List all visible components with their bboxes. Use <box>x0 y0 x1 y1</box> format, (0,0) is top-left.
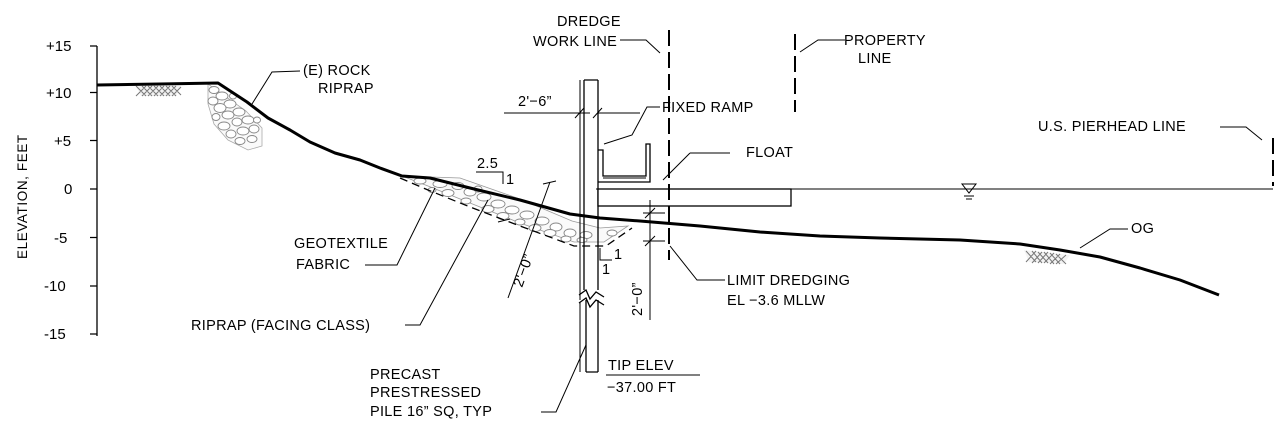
label-og: OG <box>1131 221 1154 237</box>
dimension-dredge-depth-text: 2'−0” <box>630 282 646 316</box>
toe-slope-indicator: 1 1 <box>599 247 622 278</box>
label-tip-elev-2: −37.00 FT <box>607 380 676 396</box>
elevation-axis: +15 +10 +5 0 -5 -10 -15 ELEVATION, FEET <box>15 38 98 343</box>
tick-label-p5: +5 <box>54 133 71 150</box>
label-pile-3: PILE 16” SQ, TYP <box>370 404 492 420</box>
dimension-dredge-depth: 2'−0” <box>630 200 665 320</box>
label-geotextile-2: FABRIC <box>296 257 350 273</box>
slope-rise-text: 1 <box>506 172 514 188</box>
ground-hatch-right <box>1024 250 1070 265</box>
float <box>597 188 792 207</box>
dimension-pile-offset: 2'−6” <box>504 94 640 119</box>
toe-run-text: 1 <box>602 262 610 278</box>
toe-rise-text: 1 <box>614 247 622 263</box>
label-property-line-1: PROPERTY <box>844 33 926 49</box>
label-pile-2: PRESTRESSED <box>370 385 481 401</box>
dimension-pile-offset-text: 2'−6” <box>518 94 552 110</box>
slope-run-text: 2.5 <box>477 156 498 172</box>
slope-indicator: 2.5 1 <box>476 156 514 188</box>
label-limit-dredging-1: LIMIT DREDGING <box>727 273 850 289</box>
tick-label-0: 0 <box>64 181 72 198</box>
label-float: FLOAT <box>746 145 793 161</box>
label-rock-riprap-1: (E) ROCK <box>303 63 371 79</box>
axis-title: ELEVATION, FEET <box>15 134 30 259</box>
label-geotextile-1: GEOTEXTILE <box>294 236 388 252</box>
tick-label-m10: -10 <box>44 278 66 295</box>
tick-label-p15: +15 <box>46 38 71 55</box>
label-tip-elev-1: TIP ELEV <box>608 358 674 374</box>
label-rock-riprap-2: RIPRAP <box>318 81 374 97</box>
existing-ground-profile <box>96 81 1220 297</box>
label-riprap-facing: RIPRAP (FACING CLASS) <box>191 318 370 334</box>
label-fixed-ramp: FIXED RAMP <box>662 100 754 116</box>
dimension-riprap-thickness-text: 2'−0” <box>511 252 538 289</box>
label-limit-dredging-2: EL −3.6 MLLW <box>727 293 825 309</box>
leader-lines <box>251 39 1263 413</box>
precast-pile <box>578 79 605 373</box>
label-pile-1: PRECAST <box>370 367 441 383</box>
tick-label-m5: -5 <box>54 230 67 247</box>
existing-rock-riprap <box>207 83 263 151</box>
fixed-ramp <box>598 143 651 183</box>
label-property-line-2: LINE <box>858 51 891 67</box>
label-dredge-work-line-2: WORK LINE <box>533 34 617 50</box>
label-pierhead-line: U.S. PIERHEAD LINE <box>1038 119 1186 135</box>
label-dredge-work-line-1: DREDGE <box>557 14 621 30</box>
tick-label-p10: +10 <box>46 85 71 102</box>
tick-label-m15: -15 <box>44 326 66 343</box>
ground-hatch-left <box>135 85 182 97</box>
new-riprap-facing <box>399 175 633 247</box>
